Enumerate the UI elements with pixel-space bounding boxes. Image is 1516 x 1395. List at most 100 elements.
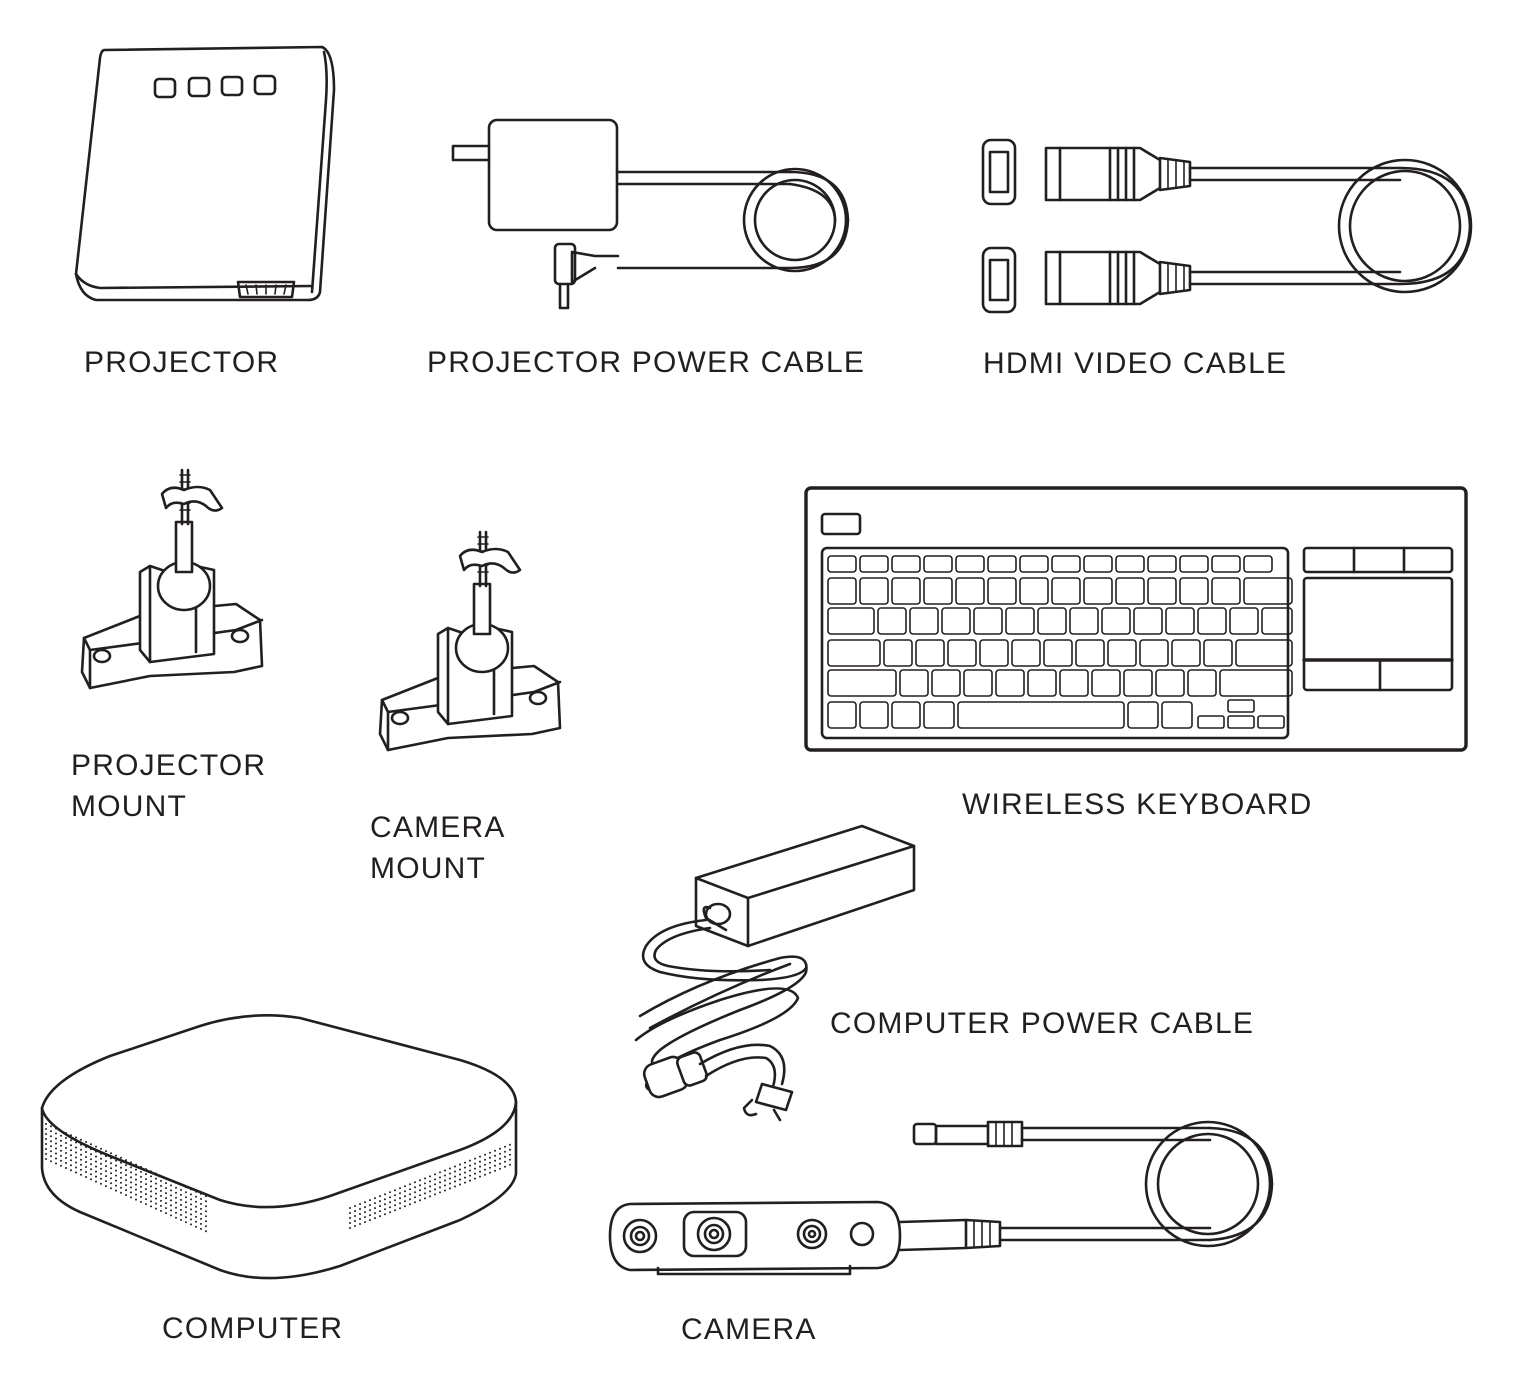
keyboard-key [947,639,977,667]
speaker-dot [120,1156,122,1159]
speaker-dot [504,1160,506,1163]
speaker-dot [120,1186,122,1189]
keyboard-key [1115,555,1145,573]
speaker-dot [130,1161,132,1164]
keyboard-key [923,577,953,605]
speaker-dot [60,1129,62,1132]
speaker-dot [359,1223,361,1225]
speaker-dot [479,1175,481,1178]
speaker-dot [130,1196,132,1199]
speaker-dot [50,1140,52,1143]
speaker-dot [419,1189,421,1192]
speaker-dot [354,1205,356,1207]
keyboard-key [891,577,921,605]
speaker-dot [399,1192,401,1195]
speaker-dot [65,1147,67,1149]
speaker-dot [150,1205,152,1208]
speaker-dot [105,1175,107,1178]
keyboard-key [1051,555,1081,573]
speaker-dot [70,1154,72,1157]
label-computer-power-cable: COMPUTER POWER CABLE [830,1007,1255,1040]
speaker-dot [70,1144,72,1147]
speaker-dot [155,1192,157,1195]
speaker-dot [200,1207,202,1210]
speaker-dot [409,1198,411,1201]
speaker-dot [125,1159,127,1162]
speaker-dot [439,1181,441,1184]
speaker-dot [95,1145,97,1148]
speaker-dot [414,1181,416,1184]
keyboard-key [1229,607,1259,635]
speaker-dot [464,1161,466,1164]
speaker-dot [145,1203,147,1206]
speaker-dot [55,1142,57,1145]
speaker-dot [65,1137,67,1139]
speaker-dot [474,1172,476,1175]
speaker-dot [384,1208,386,1211]
speaker-dot [75,1141,77,1144]
speaker-dot [424,1182,426,1185]
speaker-dot [90,1168,92,1171]
speaker-dot [414,1186,416,1189]
keyboard-key [1069,607,1099,635]
speaker-dot [85,1166,87,1168]
speaker-dot [484,1158,486,1161]
speaker-dot [454,1185,456,1188]
speaker-dot [494,1164,496,1167]
speaker-dot [140,1165,142,1168]
speaker-dot [175,1216,177,1219]
speaker-dot [474,1167,476,1170]
speaker-dot [200,1212,202,1215]
speaker-dot [75,1161,77,1164]
speaker-dot [45,1148,47,1150]
keyboard-key [1161,701,1193,729]
keyboard-key [1261,607,1293,635]
speaker-dot [424,1192,426,1195]
speaker-dot [75,1166,77,1169]
speaker-dot [499,1167,501,1170]
speaker-dot [160,1179,162,1182]
speaker-dot [439,1171,441,1174]
speaker-dot [135,1183,137,1186]
keyboard-key [1165,607,1195,635]
keyboard-key [923,701,955,729]
speaker-dot [404,1185,406,1188]
speaker-dot [195,1200,197,1203]
speaker-dot [115,1179,117,1182]
speaker-dot [200,1197,202,1200]
keyboard-key [1219,669,1293,697]
speaker-dot [105,1160,107,1163]
speaker-dot [85,1156,87,1158]
speaker-dot [135,1173,137,1176]
speaker-dot [160,1199,162,1202]
speaker-dot [459,1168,461,1171]
speaker-dot [100,1152,102,1155]
speaker-dot [170,1204,172,1207]
speaker-dot [354,1225,356,1227]
speaker-dot [160,1184,162,1187]
speaker-dot [165,1182,167,1185]
speaker-dot [85,1176,87,1178]
speaker-dot [45,1123,47,1125]
speaker-dot [105,1180,107,1183]
speaker-dot [205,1225,207,1228]
speaker-dot [494,1149,496,1152]
speaker-dot [444,1169,446,1172]
computer-icon [40,1014,518,1280]
speaker-dot [155,1177,157,1180]
label-camera: CAMERA [681,1313,817,1346]
speaker-dot [110,1167,112,1170]
speaker-dot [180,1208,182,1211]
speaker-dot [434,1173,436,1176]
speaker-dot [489,1151,491,1154]
speaker-dot [399,1187,401,1190]
speaker-dot [429,1195,431,1198]
keyboard-key [987,555,1017,573]
keyboard-key [1019,577,1049,605]
speaker-dot [454,1180,456,1183]
speaker-dot [65,1132,67,1134]
speaker-dot [120,1171,122,1174]
speaker-dot [85,1141,87,1143]
speaker-dot [384,1213,386,1216]
